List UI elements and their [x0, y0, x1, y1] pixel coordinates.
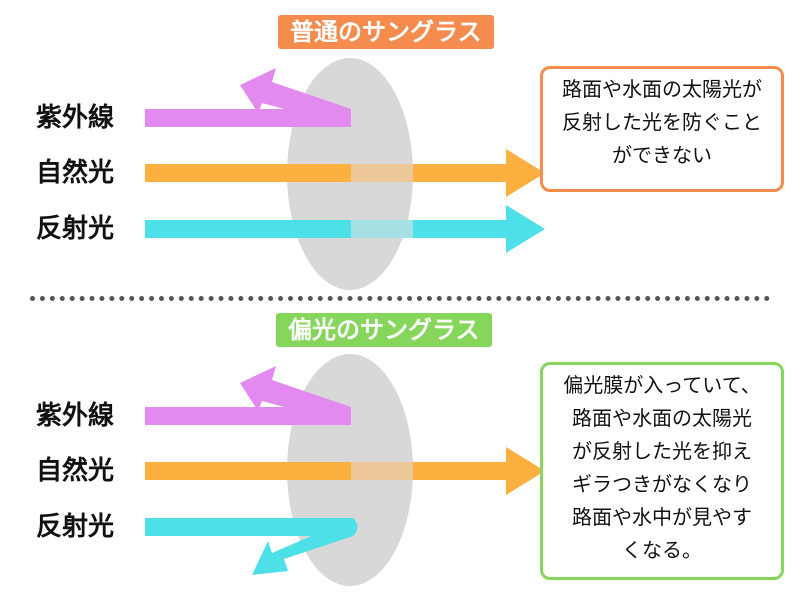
note-normal: 路面や水面の太陽光が 反射した光を防ぐこと ができない — [540, 66, 784, 192]
note-polarized-line-6: くなる。 — [622, 538, 702, 562]
uv-ray-polarized — [145, 407, 351, 425]
natural-ray-polarized — [145, 462, 515, 480]
title-polarized: 偏光のサングラス — [276, 313, 492, 347]
label-natural-polarized: 自然光 — [36, 456, 115, 486]
note-normal-line-2: 反射した光を防ぐこと — [562, 110, 762, 134]
label-reflected-normal: 反射光 — [36, 214, 115, 244]
label-uv-polarized: 紫外線 — [36, 401, 115, 431]
note-polarized-line-3: が反射した光を抑え — [572, 439, 752, 463]
uv-reflect-arrow-polarized — [240, 366, 351, 425]
reflected-ray-polarized — [145, 518, 353, 536]
section-divider — [30, 296, 770, 301]
note-polarized-line-1: 偏光膜が入っていて、 — [563, 373, 761, 397]
title-normal: 普通のサングラス — [278, 15, 494, 49]
note-normal-line-1: 路面や水面の太陽光が — [562, 77, 762, 101]
reflected-arrowhead-normal — [506, 205, 545, 253]
natural-arrowhead-normal — [506, 149, 545, 197]
natural-arrowhead-polarized — [506, 447, 545, 495]
uv-reflect-arrow-normal — [240, 68, 351, 127]
note-polarized-line-2: 路面や水面の太陽光 — [572, 406, 752, 430]
note-polarized: 偏光膜が入っていて、 路面や水面の太陽光 が反射した光を抑え ギラつきがなくなり… — [540, 362, 784, 580]
reflected-ray-normal — [145, 220, 515, 238]
label-natural-normal: 自然光 — [36, 158, 115, 188]
note-polarized-line-5: 路面や水中が見やす — [572, 505, 752, 529]
note-polarized-line-4: ギラつきがなくなり — [572, 472, 752, 496]
uv-ray-normal — [145, 109, 351, 127]
reflected-bounce-arrow-polarized — [252, 518, 358, 575]
natural-ray-normal — [145, 164, 515, 182]
label-reflected-polarized: 反射光 — [36, 512, 115, 542]
label-uv-normal: 紫外線 — [36, 103, 115, 133]
note-normal-line-3: ができない — [612, 143, 712, 167]
